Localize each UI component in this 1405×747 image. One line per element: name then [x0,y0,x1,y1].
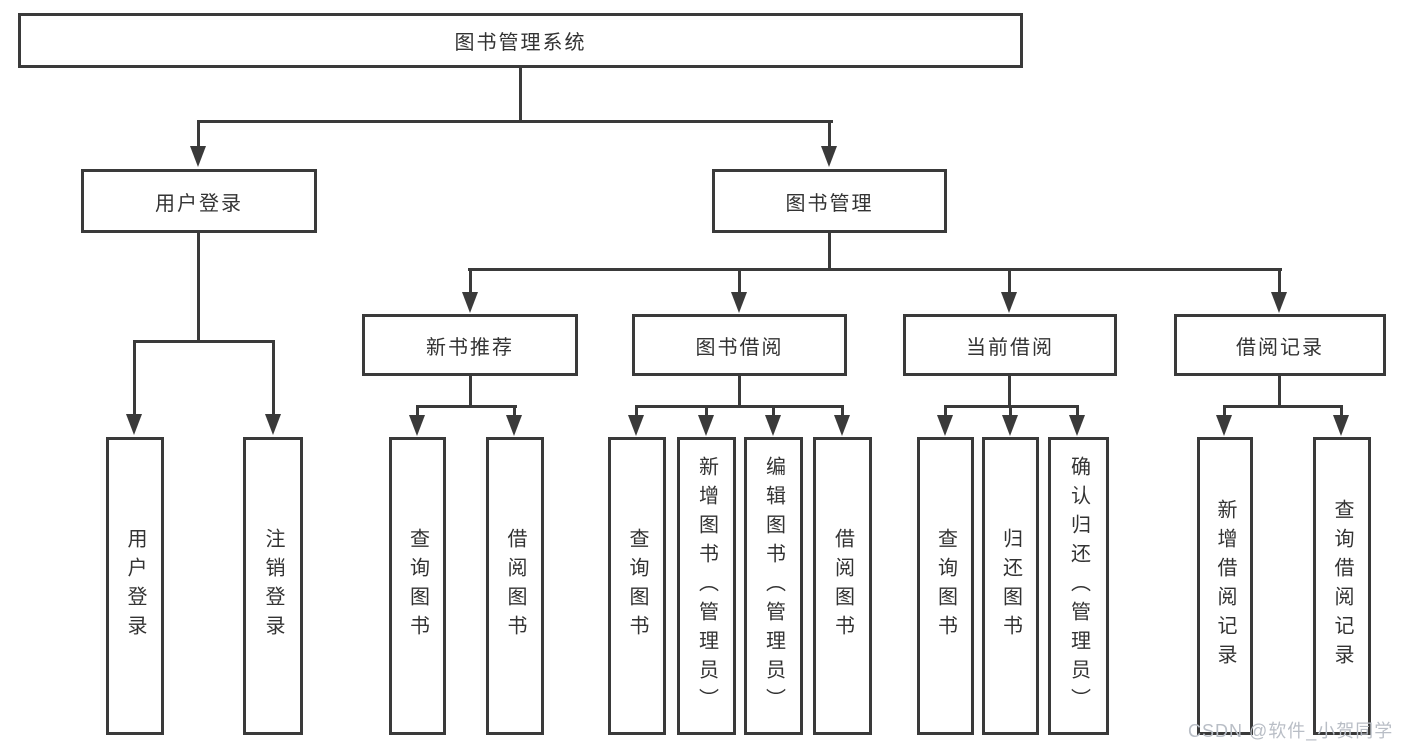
csdn-watermark: CSDN @软件_小贺同学 [1188,721,1394,741]
connector-line [133,340,136,416]
arrow-down-icon [1271,292,1287,313]
node-new-book-recommend: 新书推荐 [362,314,578,376]
arrow-down-icon [937,415,953,436]
connector-line [1278,268,1281,296]
arrow-down-icon [265,414,281,435]
arrow-down-icon [698,415,714,436]
arrow-down-icon [1002,415,1018,436]
node-user-login-label: 用户登录 [155,192,243,215]
node-book-management: 图书管理 [712,169,947,233]
arrow-down-icon [126,414,142,435]
arrow-down-icon [506,415,522,436]
leaf-cb-confirm-return-admin-label: 确认归还（管理员） [1067,455,1090,717]
node-root-label: 图书管理系统 [454,32,587,54]
leaf-bb-edit-book-admin-label: 编辑图书（管理员） [762,455,785,717]
leaf-cb-confirm-return-admin: 确认归还（管理员） [1048,437,1109,735]
arrow-down-icon [1216,415,1232,436]
leaf-br-query-borrow-record: 查询借阅记录 [1313,437,1371,735]
connector-line [197,233,200,343]
node-new-book-recommend-label: 新书推荐 [426,336,514,359]
connector-line [416,405,419,417]
connector-line [705,405,708,417]
connector-line [828,120,831,148]
node-current-borrow: 当前借阅 [903,314,1117,376]
node-borrow-records: 借阅记录 [1174,314,1386,376]
arrow-down-icon [409,415,425,436]
leaf-bb-borrow-books: 借阅图书 [813,437,872,735]
connector-line [272,340,275,416]
leaf-nbr-query-books: 查询图书 [389,437,446,735]
leaf-bb-edit-book-admin: 编辑图书（管理员） [744,437,803,735]
connector-line [133,340,275,343]
connector-line [519,68,522,122]
leaf-bb-add-book-admin: 新增图书（管理员） [677,437,736,735]
connector-line [1340,405,1343,417]
connector-line [513,405,516,417]
leaf-logout: 注销登录 [243,437,303,735]
arrow-down-icon [765,415,781,436]
connector-line [1008,376,1011,408]
leaf-nbr-borrow-books-label: 借阅图书 [504,528,526,644]
connector-line [468,268,1282,271]
node-root: 图书管理系统 [18,13,1023,68]
leaf-bb-query-books-label: 查询图书 [626,528,648,644]
connector-line [1278,376,1281,408]
connector-line [416,405,517,408]
node-book-management-label: 图书管理 [785,192,874,215]
leaf-bb-borrow-books-label: 借阅图书 [831,528,854,644]
connector-line [841,405,844,417]
leaf-cb-query-books-label: 查询图书 [934,528,957,644]
connector-line [469,376,472,408]
leaf-logout-label: 注销登录 [262,528,284,644]
leaf-cb-query-books: 查询图书 [917,437,974,735]
leaf-user-login-label: 用户登录 [124,528,146,644]
leaf-br-add-borrow-record: 新增借阅记录 [1197,437,1253,735]
connector-line [944,405,947,417]
arrow-down-icon [821,146,837,167]
leaf-nbr-query-books-label: 查询图书 [406,528,429,644]
connector-line [1223,405,1343,408]
arrow-down-icon [731,292,747,313]
arrow-down-icon [1001,292,1017,313]
leaf-bb-query-books: 查询图书 [608,437,666,735]
leaf-cb-return-books: 归还图书 [982,437,1039,735]
arrow-down-icon [1333,415,1349,436]
node-book-borrow-label: 图书借阅 [695,336,784,359]
arrow-down-icon [1069,415,1085,436]
connector-line [1223,405,1226,417]
leaf-cb-return-books-label: 归还图书 [999,528,1022,644]
connector-line [635,405,638,417]
node-book-borrow: 图书借阅 [632,314,847,376]
connector-line [1009,405,1012,417]
connector-line [772,405,775,417]
connector-line [738,376,741,408]
leaf-bb-add-book-admin-label: 新增图书（管理员） [695,455,718,717]
leaf-br-add-borrow-record-label: 新增借阅记录 [1214,499,1236,673]
arrow-down-icon [628,415,644,436]
leaf-nbr-borrow-books: 借阅图书 [486,437,544,735]
connector-line [197,120,833,123]
connector-line [828,233,831,271]
connector-line [197,120,200,148]
node-user-login: 用户登录 [81,169,317,233]
connector-line [1008,268,1011,296]
connector-line [738,268,741,296]
leaf-user-login: 用户登录 [106,437,164,735]
node-current-borrow-label: 当前借阅 [966,336,1054,359]
node-borrow-records-label: 借阅记录 [1236,336,1324,359]
arrow-down-icon [834,415,850,436]
arrow-down-icon [190,146,206,167]
arrow-down-icon [462,292,478,313]
connector-line [469,268,472,296]
leaf-br-query-borrow-record-label: 查询借阅记录 [1331,499,1353,673]
connector-line [635,405,844,408]
connector-line [1076,405,1079,417]
